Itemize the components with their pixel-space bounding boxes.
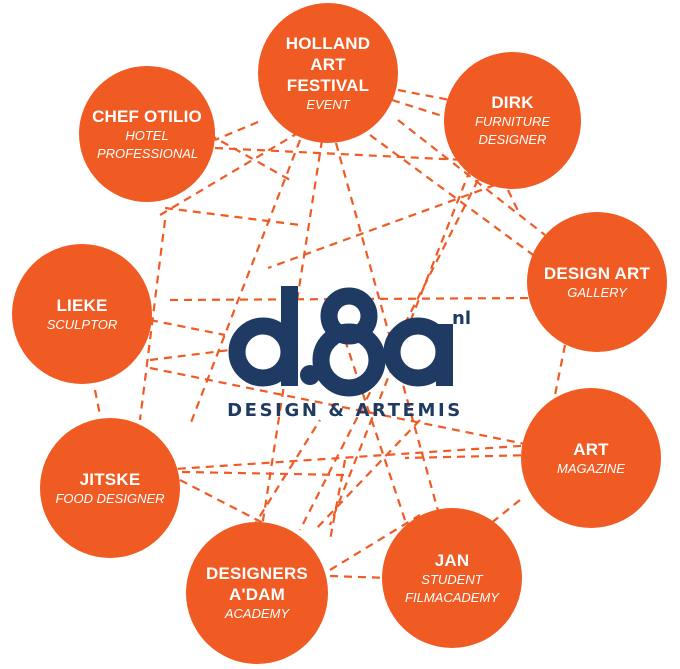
node-lieke: LIEKE SCULPTOR [12, 244, 152, 384]
node-role: ACADEMY [224, 606, 290, 621]
node-role: GALLERY [567, 284, 627, 300]
connection-line [404, 453, 536, 460]
node-art: ART MAGAZINE [521, 388, 661, 528]
connection-line [214, 120, 259, 142]
node-role: EVENT [306, 96, 350, 112]
node-chef-otilio: CHEF OTILIO HOTEL PROFESSIONAL [79, 66, 215, 202]
connection-line [369, 134, 541, 261]
connection-line [314, 419, 421, 531]
node-holland-art-festival: HOLLAND ART FESTIVAL EVENT [258, 3, 398, 143]
connection-line [93, 389, 102, 416]
node-role: FURNITURE DESIGNER [474, 114, 551, 147]
node-role: MAGAZINE [557, 460, 625, 476]
node-role: HOTEL PROFESSIONAL [97, 127, 199, 161]
node-jitske: JITSKE FOOD DESIGNER [40, 418, 180, 558]
connection-line [328, 459, 347, 541]
connection-line [469, 499, 521, 541]
connection-line [188, 139, 302, 426]
node-name: DESIGNERS A'DAM [206, 564, 308, 604]
node-name: CHEF OTILIO [92, 106, 202, 126]
connection-line [397, 88, 451, 102]
logo-mark: nl [228, 286, 470, 397]
node-dirk: DIRK FURNITURE DESIGNER [444, 52, 581, 189]
node-jan: JAN STUDENT FILMACADEMY [382, 508, 522, 648]
node-role: FOOD DESIGNER [55, 490, 165, 506]
connection-line [397, 119, 546, 236]
node-designers-adam: DESIGNERS A'DAM ACADEMY [186, 522, 328, 664]
node-role: SCULPTOR [46, 316, 118, 332]
connection-line [343, 339, 407, 521]
connection-line [328, 169, 472, 526]
connection-line [507, 189, 521, 216]
connection-line [329, 574, 391, 580]
logo-superscript: nl [452, 308, 470, 329]
connection-line [334, 142, 442, 519]
connection-line [553, 344, 567, 396]
connection-line [244, 419, 321, 541]
logo-text: DESIGN & ARTEMIS [227, 400, 463, 421]
connection-line [181, 470, 346, 477]
connection-line [267, 183, 496, 270]
node-role: STUDENT FILMACADEMY [405, 571, 499, 605]
node-name: LIEKE [56, 295, 108, 315]
connection-line [138, 219, 167, 421]
node-name: JITSKE [79, 469, 141, 489]
node-name: DIRK [491, 93, 534, 112]
node-name: ART [573, 439, 609, 459]
node-name: JAN [434, 550, 470, 570]
node-name: HOLLAND ART FESTIVAL [285, 33, 371, 95]
connection-line [149, 366, 531, 447]
connection-line [391, 98, 456, 122]
connection-line [179, 479, 297, 541]
connection-line [149, 318, 226, 337]
connection-line [329, 514, 421, 571]
connection-line [164, 206, 301, 227]
node-design-art: DESIGN ART GALLERY [527, 212, 667, 352]
node-name: DESIGN ART [543, 263, 651, 283]
connection-line [159, 443, 536, 472]
